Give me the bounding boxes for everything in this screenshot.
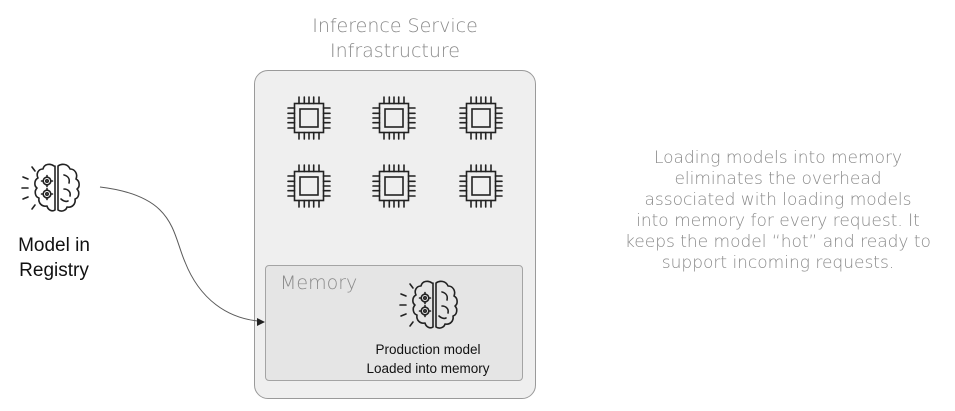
description-line-4: into memory for every request. It	[636, 211, 920, 231]
infrastructure-title-line-2: Infrastructure	[329, 40, 460, 62]
model-registry-label: Model in Registry	[6, 233, 102, 283]
production-model-caption: Production model Loaded into memory	[355, 340, 501, 378]
infrastructure-title-line-1: Inference Service	[312, 15, 478, 37]
description-line-3: associated with loading models	[644, 190, 912, 210]
description-line-1: Loading models into memory	[653, 148, 903, 168]
memory-box	[265, 265, 523, 381]
description-text: Loading models into memory eliminates th…	[600, 148, 955, 274]
production-model-caption-line-2: Loaded into memory	[366, 361, 490, 376]
infrastructure-title: Inference Service Infrastructure	[255, 14, 535, 64]
model-registry-label-line-1: Model in	[18, 235, 90, 256]
description-line-2: eliminates the overhead	[674, 169, 882, 189]
memory-label: Memory	[280, 272, 358, 294]
model-registry-label-line-2: Registry	[19, 260, 89, 281]
production-model-caption-line-1: Production model	[375, 342, 481, 357]
description-line-6: support incoming requests.	[661, 253, 895, 273]
description-line-5: keeps the model “hot” and ready to	[625, 232, 931, 252]
